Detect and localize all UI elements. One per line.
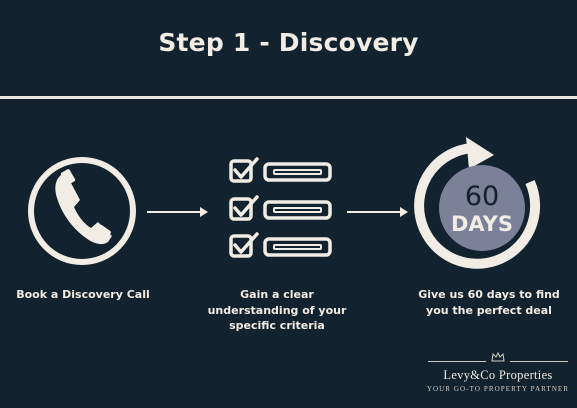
brand-tagline: YOUR GO-TO PROPERTY PARTNER: [426, 385, 570, 393]
page-title: Step 1 - Discovery: [158, 28, 419, 57]
arrow-right-icon: [347, 207, 408, 217]
60-days-icon: 60 DAYS: [414, 137, 541, 269]
days-label: DAYS: [451, 212, 513, 236]
divider: [0, 96, 577, 99]
arrow-right-icon: [147, 207, 208, 217]
checklist-icon: [229, 157, 332, 258]
logo-divider: [510, 361, 568, 362]
step-caption: Give us 60 days to find you the perfect …: [418, 288, 560, 317]
crown-icon: [491, 352, 505, 362]
step-caption: Gain a clear understanding of your speci…: [207, 288, 347, 332]
step-caption: Book a Discovery Call: [16, 288, 150, 301]
logo-divider: [428, 361, 486, 362]
phone-icon: [28, 157, 136, 265]
days-number: 60: [465, 181, 499, 212]
brand-name: Levy&Co Properties: [443, 368, 553, 382]
